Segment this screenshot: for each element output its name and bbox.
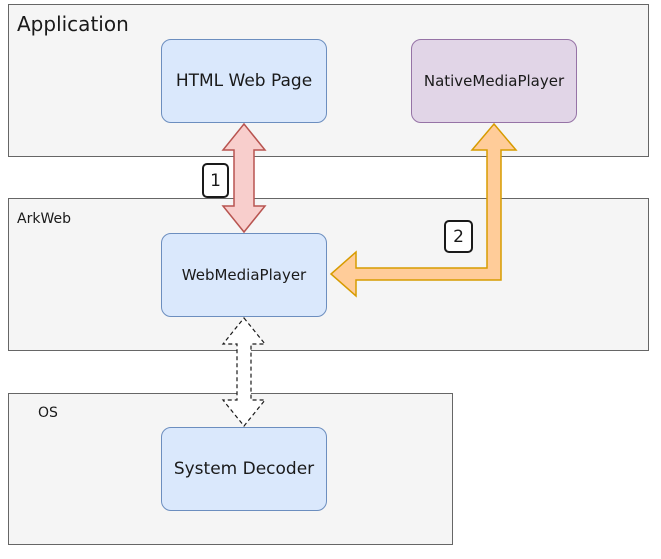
arkweb-layer-label: ArkWeb [17, 211, 71, 227]
arkweb-layer [8, 198, 649, 351]
web-media-player-node: WebMediaPlayer [161, 233, 327, 317]
native-media-player-label: NativeMediaPlayer [423, 72, 565, 90]
system-decoder-label: System Decoder [173, 459, 315, 479]
html-web-page-node: HTML Web Page [161, 39, 327, 123]
native-media-player-node: NativeMediaPlayer [411, 39, 577, 123]
html-web-page-label: HTML Web Page [175, 71, 313, 91]
arrow-webmediaplayer-to-system-decoder [221, 317, 267, 427]
arrow-native-to-webmediaplayer [329, 122, 518, 298]
system-decoder-node: System Decoder [161, 427, 327, 511]
arrow-html-to-webmediaplayer [221, 122, 267, 234]
web-media-player-label: WebMediaPlayer [181, 266, 307, 284]
application-layer-label: Application [17, 12, 129, 36]
step-badge-2: 2 [444, 220, 473, 253]
os-layer-label: OS [38, 405, 58, 421]
step-badge-1: 1 [202, 163, 229, 198]
